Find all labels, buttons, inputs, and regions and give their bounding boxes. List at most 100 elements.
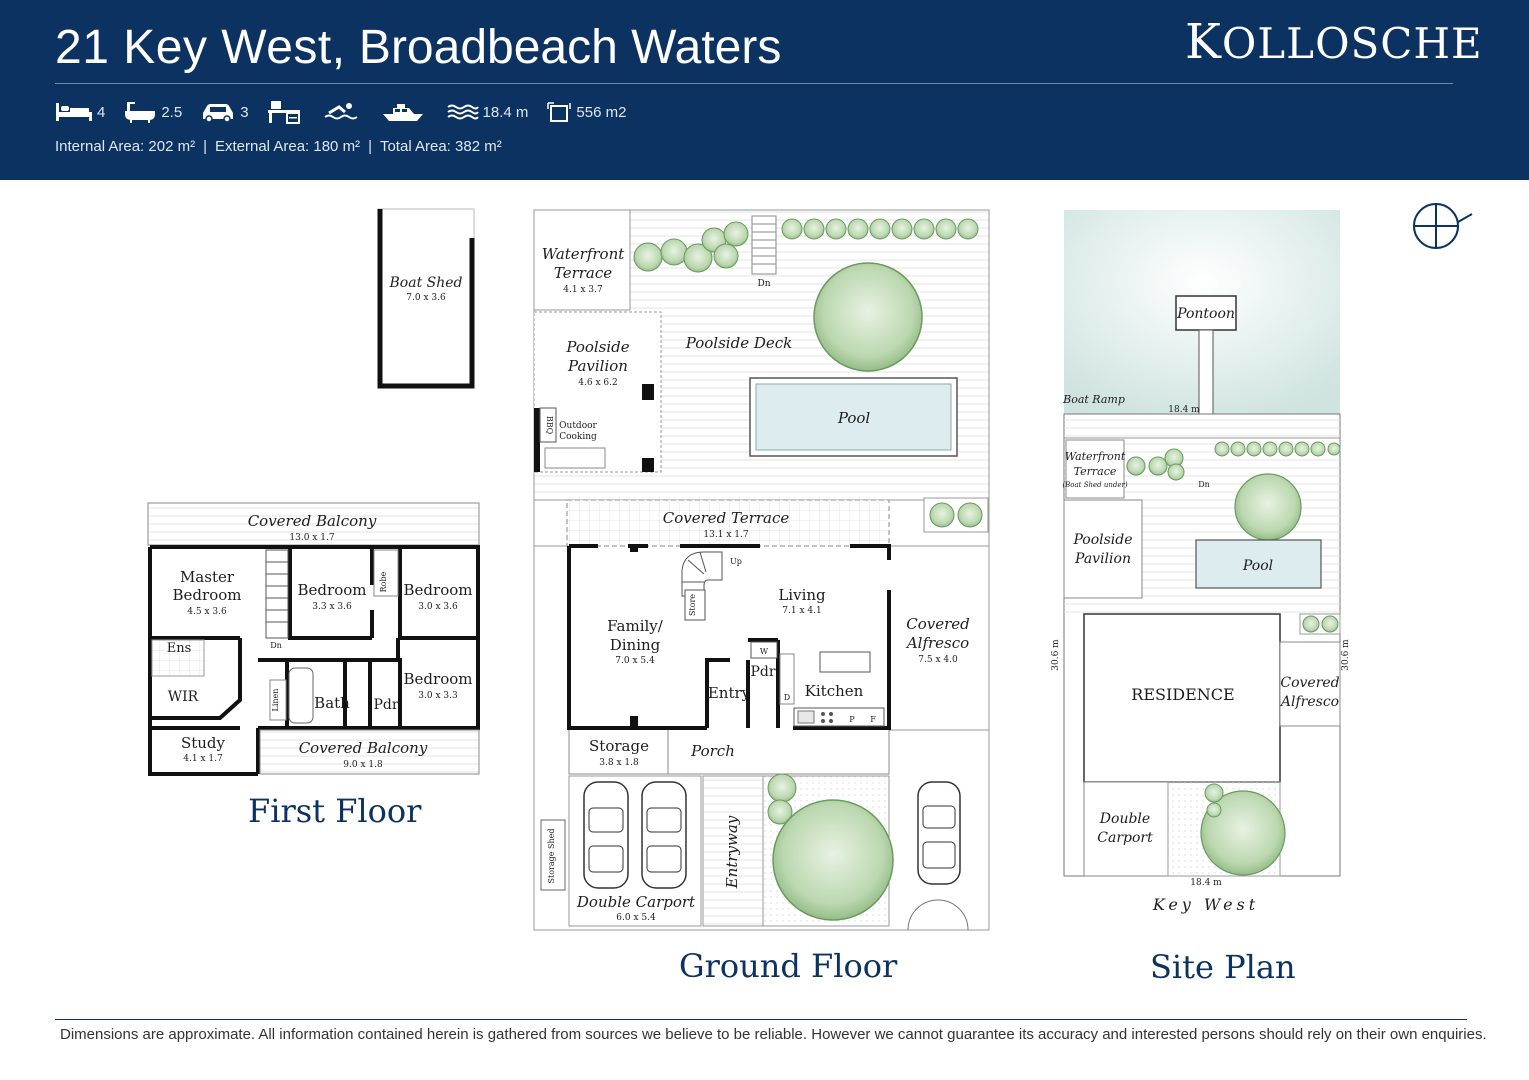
study-name: Study	[181, 734, 226, 752]
boat-shed: Boat Shed 7.0 x 3.6	[377, 208, 475, 389]
stat-bedrooms: 4	[55, 101, 105, 123]
total-area: Total Area: 382 m²	[379, 138, 502, 155]
poolside-deck-label: Poolside Deck	[685, 334, 792, 352]
bathtub	[288, 667, 314, 724]
living-name: Living	[778, 586, 826, 604]
stat-cars: 3	[200, 101, 249, 123]
stat-pool	[323, 101, 363, 123]
site-alfresco-1: Covered	[1280, 675, 1339, 691]
footer-divider	[55, 1019, 1467, 1020]
pavilion-name1: Poolside	[565, 338, 629, 356]
outdoor-cooking-1: Outdoor	[559, 421, 597, 431]
floor-plans: Boat Shed 7.0 x 3.6 Dn Pool Poolside Dec…	[0, 180, 1529, 1020]
property-title: 21 Key West, Broadbeach Waters	[55, 20, 781, 75]
plans-svg: Boat Shed 7.0 x 3.6 Dn Pool Poolside Dec…	[147, 203, 1473, 931]
balcony-top-dims: 13.0 x 1.7	[289, 533, 334, 543]
covered-terrace-name: Covered Terrace	[663, 509, 790, 527]
first-floor-plan: Covered Balcony 13.0 x 1.7 Dn Master Bed…	[147, 502, 480, 776]
car-icon	[203, 104, 234, 123]
alfresco-dims: 7.5 x 4.0	[918, 655, 958, 665]
master-name2: Bedroom	[173, 586, 242, 604]
water-icon	[446, 104, 479, 120]
carport-dims: 6.0 x 5.4	[616, 913, 656, 923]
site-hedge	[1126, 441, 1341, 481]
ground-floor-plan: Dn Pool Poolside Deck Waterfront Terrace…	[533, 209, 990, 931]
storage-name: Storage	[589, 737, 649, 755]
internal-area: Internal Area: 202 m²	[55, 138, 196, 155]
hedge-row	[633, 218, 979, 273]
pavilion-name2: Pavilion	[567, 357, 628, 375]
dishwasher-d: D	[784, 693, 790, 702]
car-icon	[583, 781, 629, 889]
swimmer-icon	[323, 103, 358, 120]
site-boat-shed-under: (Boat Shed under)	[1062, 481, 1127, 489]
boat-shed-dims: 7.0 x 3.6	[406, 293, 446, 303]
bath-label: Bath	[314, 694, 350, 712]
site-alfresco-2: Alfresco	[1279, 694, 1339, 710]
first-dn-label: Dn	[270, 641, 282, 650]
frontage-top-label: 18.4 m	[1168, 405, 1200, 415]
storage-dims: 3.8 x 1.8	[599, 758, 639, 768]
pantry-p: P	[849, 715, 855, 724]
stat-frontage: 18.4 m	[446, 102, 528, 122]
site-terrace-2: Terrace	[1074, 465, 1117, 478]
residence-label: RESIDENCE	[1131, 685, 1234, 704]
site-pavilion-2: Pavilion	[1074, 551, 1131, 567]
waterfront-terrace-name1: Waterfront	[542, 245, 626, 263]
covered-terrace-dims: 13.1 x 1.7	[703, 530, 748, 540]
carport-name: Double Carport	[576, 893, 696, 911]
compass-icon	[1413, 203, 1473, 249]
bedroom-a-dims: 3.3 x 3.6	[312, 602, 352, 612]
site-frontage-bottom: 18.4 m	[1190, 878, 1222, 888]
storage-shed-label: Storage Shed	[547, 829, 556, 884]
store-label: Store	[688, 594, 697, 616]
bed-icon	[56, 103, 92, 121]
bedroom-c-dims: 3.0 x 3.3	[418, 691, 458, 701]
pavilion-dims: 4.6 x 6.2	[578, 378, 617, 388]
title-suburb: Broadbeach Waters	[358, 21, 782, 74]
site-dn-label: Dn	[1198, 480, 1210, 489]
entryway-label: Entryway	[723, 815, 741, 889]
bedroom-a-name: Bedroom	[298, 581, 367, 599]
fridge-f: F	[870, 715, 876, 724]
stat-bathrooms: 2.5	[123, 101, 182, 123]
study-dims: 4.1 x 1.7	[183, 754, 223, 764]
bbq-label: BBQ	[545, 416, 554, 435]
site-plan: Pontoon Boat Ramp 18.4 m Waterfront Terr…	[1051, 203, 1473, 914]
bedroom-b-dims: 3.0 x 3.6	[418, 602, 458, 612]
pdr-label: Pdr	[750, 664, 775, 680]
master-dims: 4.5 x 3.6	[187, 607, 227, 617]
stat-study	[267, 100, 305, 124]
pool-label: Pool	[837, 409, 871, 427]
site-plan-label: Site Plan	[1150, 948, 1296, 986]
stats-row: 4 2.5 3 18.4 m 556 m2	[55, 98, 644, 126]
site-side-left: 30.6 m	[1051, 639, 1061, 671]
entry-label: Entry	[708, 684, 751, 702]
family-dining-dims: 7.0 x 5.4	[615, 656, 655, 666]
stat-land: 556 m2	[546, 101, 626, 123]
deck-dn-label: Dn	[757, 279, 770, 289]
master-name1: Master	[180, 568, 235, 586]
porch-label: Porch	[690, 742, 735, 760]
external-area: External Area: 180 m²	[214, 138, 361, 155]
land-icon	[547, 102, 572, 122]
boat-icon	[382, 104, 423, 121]
desk-icon	[267, 101, 300, 124]
living-dims: 7.1 x 4.1	[782, 606, 821, 616]
ground-floor-label: Ground Floor	[679, 947, 898, 985]
stat-boat	[381, 101, 429, 123]
first-floor-walls	[148, 545, 480, 776]
header-divider	[55, 83, 1453, 84]
disclaimer-text: Dimensions are approximate. All informat…	[60, 1026, 1487, 1043]
balcony-bottom-dims: 9.0 x 1.8	[343, 760, 383, 770]
boat-ramp-label: Boat Ramp	[1062, 393, 1125, 406]
spiral-stair	[681, 551, 723, 597]
balcony-top-name: Covered Balcony	[248, 512, 377, 530]
bath-icon	[125, 102, 156, 123]
stair-up-label: Up	[730, 557, 742, 566]
tree-icon	[772, 799, 894, 921]
brand-logo: KOLLOSCHE	[1185, 14, 1483, 70]
car-icon	[917, 781, 961, 885]
first-floor-stair	[265, 549, 289, 639]
site-side-right: 30.6 m	[1341, 639, 1351, 671]
